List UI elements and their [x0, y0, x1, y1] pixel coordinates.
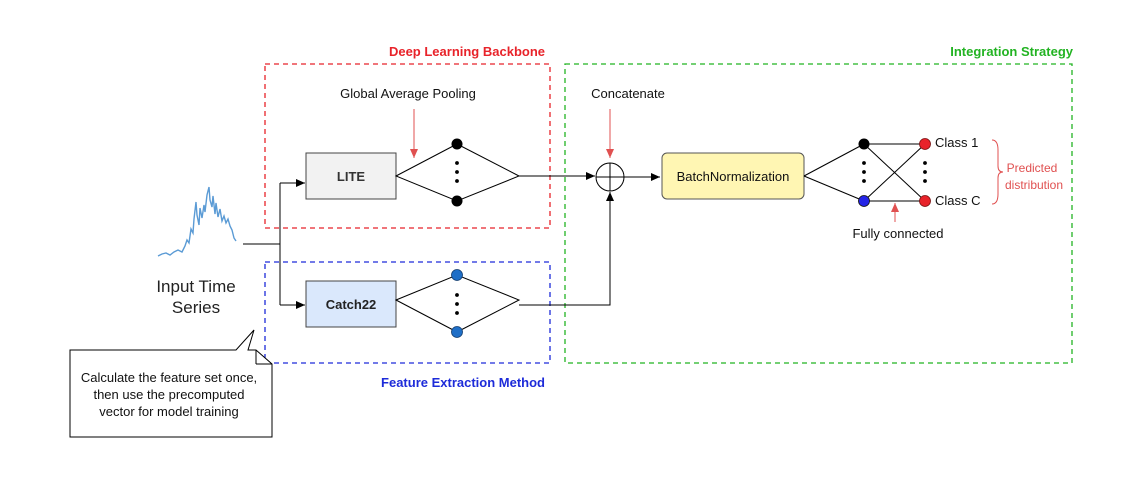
ellipsis-dot [455, 302, 459, 306]
ellipsis-dot [862, 170, 866, 174]
ellipsis-dot [862, 179, 866, 183]
input-label: Series [172, 298, 220, 317]
ellipsis-dot [455, 311, 459, 315]
fc-edge [803, 143, 865, 177]
ellipsis-dot [455, 293, 459, 297]
note-text: Calculate the feature set once, [81, 370, 257, 385]
catch22-block [305, 280, 397, 328]
ellipsis-dot [455, 179, 459, 183]
feature-title: Feature Extraction Method [381, 375, 545, 390]
fc-edge [803, 175, 865, 202]
ellipsis-dot [455, 161, 459, 165]
catch22-node [451, 326, 463, 338]
catch22-feature-diamond [394, 274, 521, 333]
predicted-label: Predicted [1007, 161, 1058, 175]
class-last-label: Class C [935, 193, 981, 208]
predicted-label: distribution [1005, 178, 1063, 192]
integration-region [564, 63, 1073, 364]
fc-node [858, 195, 870, 207]
fc-node [858, 138, 870, 150]
catch22-to-concat [519, 192, 614, 306]
lite-node [451, 195, 463, 207]
class-node [919, 138, 931, 150]
note-text: then use the precomputed [93, 387, 244, 402]
feature-region [264, 261, 551, 364]
lite-node [451, 138, 463, 150]
ellipsis-dot [455, 170, 459, 174]
fc-edge [863, 143, 926, 202]
ellipsis-dot [923, 161, 927, 165]
ellipsis-dot [923, 170, 927, 174]
lite-block [305, 152, 397, 200]
concatenate-label: Concatenate [591, 86, 665, 101]
lite-label: LITE [337, 169, 365, 184]
integration-title: Integration Strategy [950, 44, 1074, 59]
fc-label: Fully connected [852, 226, 943, 241]
predicted-brace [991, 139, 1004, 205]
class-node [919, 195, 931, 207]
class-first-label: Class 1 [935, 135, 978, 150]
ellipsis-dot [862, 161, 866, 165]
note-text: vector for model training [99, 404, 238, 419]
ellipsis-dot [923, 179, 927, 183]
backbone-title: Deep Learning Backbone [389, 44, 545, 59]
catch22-node [451, 269, 463, 281]
time-series-plot [157, 186, 237, 257]
catch22-label: Catch22 [326, 297, 377, 312]
input-label: Input Time [156, 277, 235, 296]
batchnorm-label: BatchNormalization [677, 169, 790, 184]
pooling-label: Global Average Pooling [340, 86, 476, 101]
